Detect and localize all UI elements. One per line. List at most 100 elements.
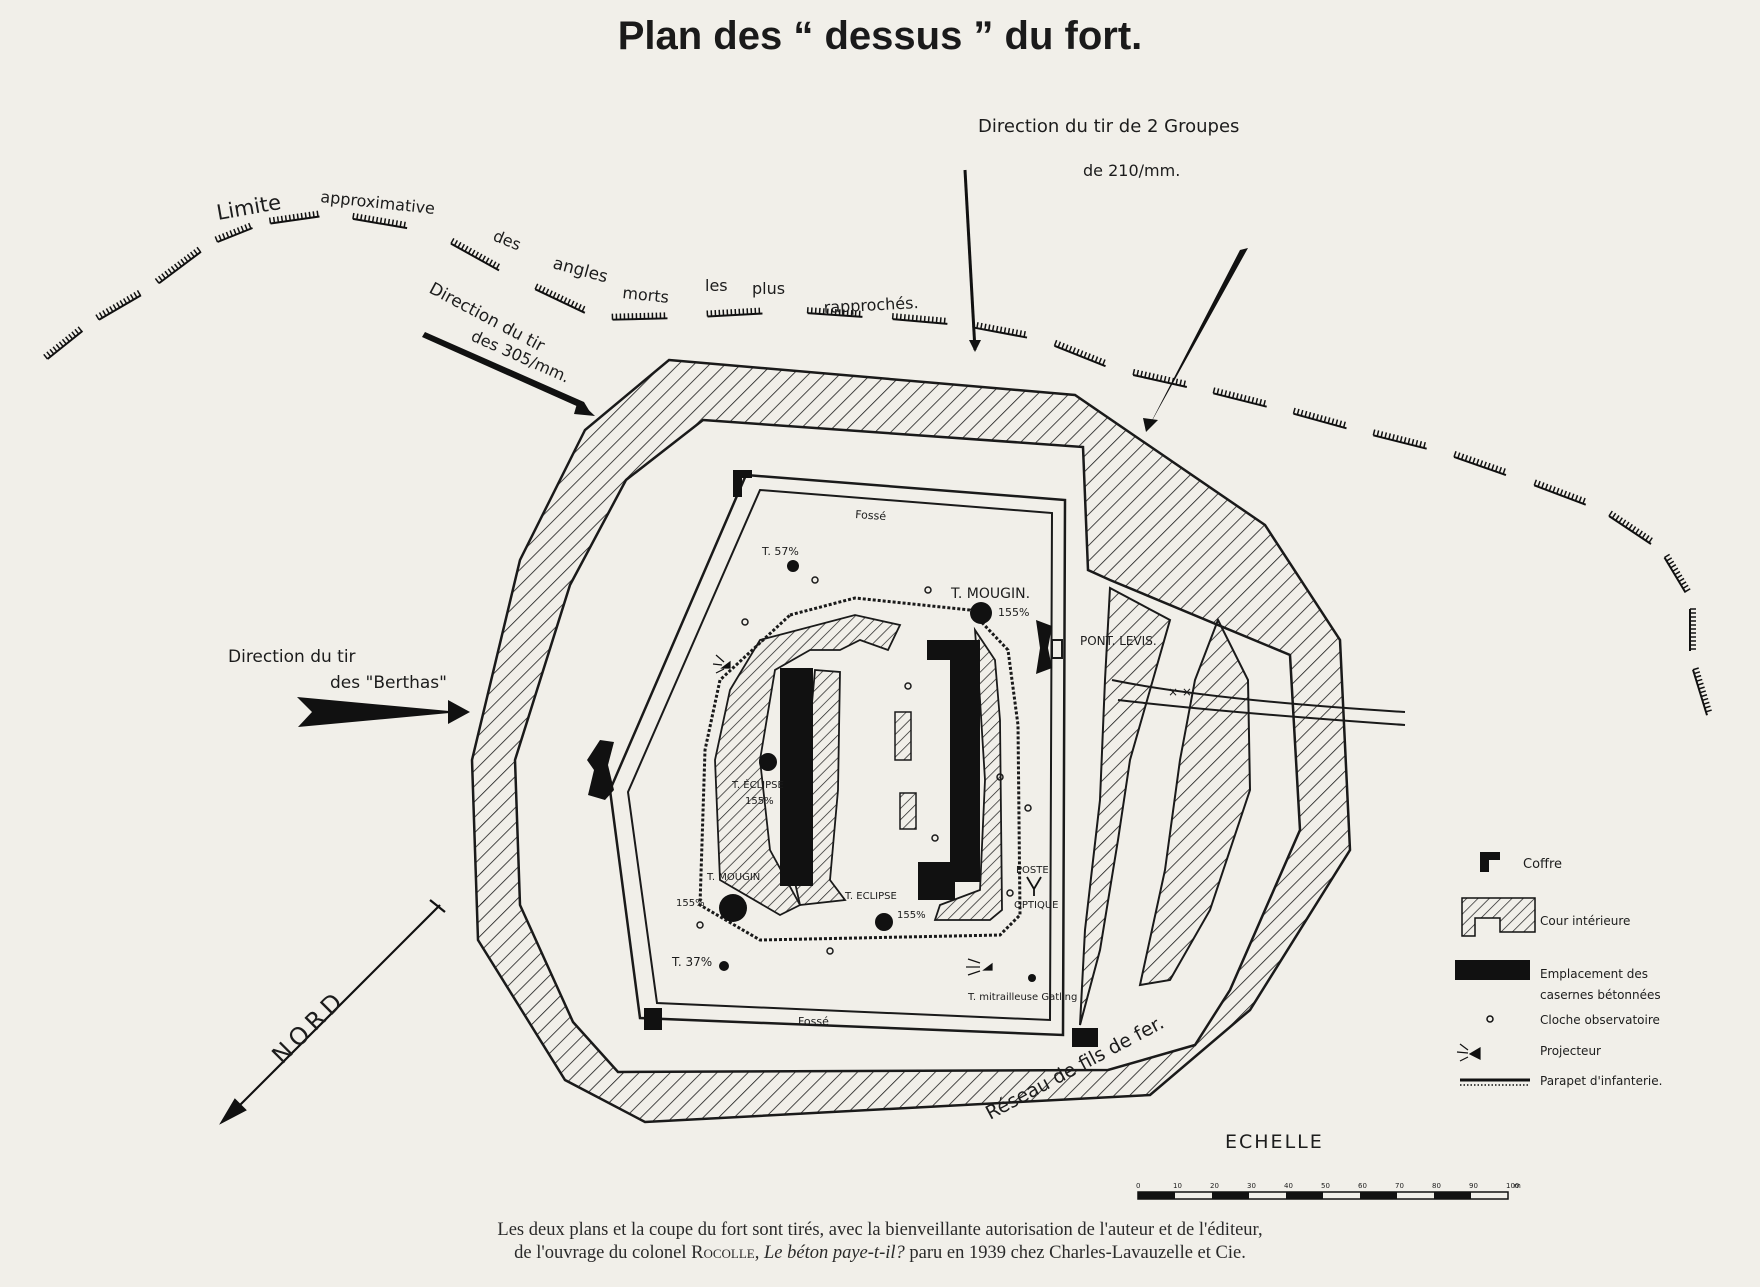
limit-tick — [1544, 483, 1549, 490]
limit-tick — [95, 314, 100, 321]
coffre-left-caponier — [587, 740, 614, 800]
limit-tick — [112, 304, 117, 311]
limit-tick — [1672, 567, 1679, 572]
limit-tick — [109, 306, 114, 313]
limit-tick — [1491, 464, 1495, 471]
limit-tick — [1235, 393, 1239, 400]
turret-eclipse-left — [759, 753, 777, 771]
scale-tick-label: 30 — [1247, 1182, 1256, 1190]
turret-mougin-top — [970, 602, 992, 624]
scale-tick-label: 40 — [1284, 1182, 1293, 1190]
scale-tick-label: 60 — [1358, 1182, 1367, 1190]
limit-tick — [1625, 521, 1630, 528]
limit-tick — [1323, 416, 1327, 423]
limit-tick — [375, 216, 379, 224]
scale-tick-label: 20 — [1210, 1182, 1219, 1190]
limit-tick — [903, 314, 906, 321]
legend-casernes-label-1: Emplacement des — [1540, 967, 1648, 981]
limit-tick — [74, 328, 80, 335]
t-eclipse-left-label: T. ÉCLIPSE — [731, 778, 784, 791]
limite-label-7: plus — [752, 279, 785, 298]
limit-tick — [1335, 419, 1339, 426]
limit-tick — [1615, 515, 1620, 521]
caption-line2-a: de l'ouvrage du colonel — [514, 1243, 687, 1263]
limit-tick — [403, 221, 406, 228]
legend-cour-symbol — [1461, 897, 1536, 937]
limit-tick — [464, 245, 469, 252]
limit-tick — [478, 253, 483, 260]
limit-tick — [1319, 415, 1323, 422]
limit-tick — [1239, 394, 1243, 401]
limit-tick — [1315, 414, 1319, 421]
limit-tick — [1076, 348, 1080, 355]
limit-tick — [1502, 468, 1506, 475]
limit-tick — [167, 268, 173, 275]
limit-tick — [1148, 372, 1151, 379]
limit-tick — [1263, 399, 1266, 407]
limit-tick — [1698, 686, 1705, 690]
limit-tick — [1339, 420, 1343, 427]
limit-tick — [1136, 369, 1140, 377]
limit-segment — [1453, 455, 1507, 477]
limit-tick — [1696, 678, 1703, 682]
limit-tick — [1399, 436, 1403, 443]
limit-tick — [1468, 456, 1472, 463]
limit-tick — [1628, 523, 1633, 530]
legend-cloche-label: Cloche observatoire — [1540, 1013, 1660, 1027]
limit-tick — [474, 251, 480, 258]
caption-line1: Les deux plans et la coupe du fort sont … — [497, 1220, 1263, 1240]
limite-label-2: approximative — [320, 187, 436, 218]
limit-tick — [229, 230, 234, 237]
limit-segment — [972, 326, 1028, 339]
limit-tick — [1641, 532, 1647, 539]
limit-tick — [1676, 574, 1683, 579]
limit-tick — [308, 211, 311, 218]
limit-tick — [1376, 430, 1380, 437]
limit-tick — [453, 239, 459, 246]
wire-entanglement-ring — [470, 358, 1352, 1124]
limit-tick — [268, 217, 272, 224]
t-eclipse-bottom-cal: 155% — [897, 910, 926, 921]
limit-tick — [991, 325, 995, 332]
limit-tick — [1541, 482, 1545, 489]
pont-levis-label: PONT. LEVIS. — [1080, 634, 1157, 648]
optique-label: OPTIQUE — [1014, 900, 1058, 911]
limit-tick — [102, 310, 107, 317]
limit-tick — [399, 220, 402, 228]
limit-tick — [248, 222, 252, 229]
limit-tick — [1697, 682, 1704, 686]
caption-line2-b: paru en 1939 chez Charles-Lavauzelle et … — [909, 1243, 1246, 1263]
approach-glacis — [1138, 617, 1252, 987]
limit-segment — [46, 330, 84, 360]
legend-projecteur-label: Projecteur — [1540, 1044, 1601, 1058]
limit-tick — [548, 290, 553, 297]
limit-tick — [450, 238, 455, 245]
limit-tick — [1090, 354, 1095, 361]
limit-tick — [581, 305, 586, 312]
limit-tick — [177, 261, 182, 267]
turret-mougin-bottom — [719, 894, 747, 922]
dir-210-line1: Direction du tir de 2 Groupes — [978, 116, 1239, 137]
limit-tick — [280, 215, 284, 222]
limit-tick — [300, 212, 303, 220]
limit-tick — [1699, 690, 1707, 694]
limit-tick — [1678, 577, 1685, 583]
limit-tick — [1247, 396, 1251, 403]
limit-tick — [356, 213, 359, 220]
scale-tick-label: m — [1514, 1182, 1521, 1190]
legend-coffre-label: Coffre — [1523, 857, 1562, 872]
limit-tick — [919, 315, 922, 322]
limit-tick — [1015, 329, 1019, 336]
arrow-210 — [963, 169, 981, 352]
limit-tick — [567, 298, 571, 305]
limit-tick — [1701, 694, 1708, 698]
limit-tick — [1423, 441, 1426, 449]
fosse-bottom-label: Fossé — [798, 1015, 829, 1028]
limit-tick — [1483, 461, 1487, 468]
limit-tick — [52, 346, 58, 352]
limit-tick — [1388, 433, 1392, 440]
scale-tick-label: 70 — [1395, 1182, 1404, 1190]
limit-tick — [999, 326, 1003, 333]
limit-tick — [1087, 353, 1091, 360]
limit-tick — [383, 218, 387, 225]
